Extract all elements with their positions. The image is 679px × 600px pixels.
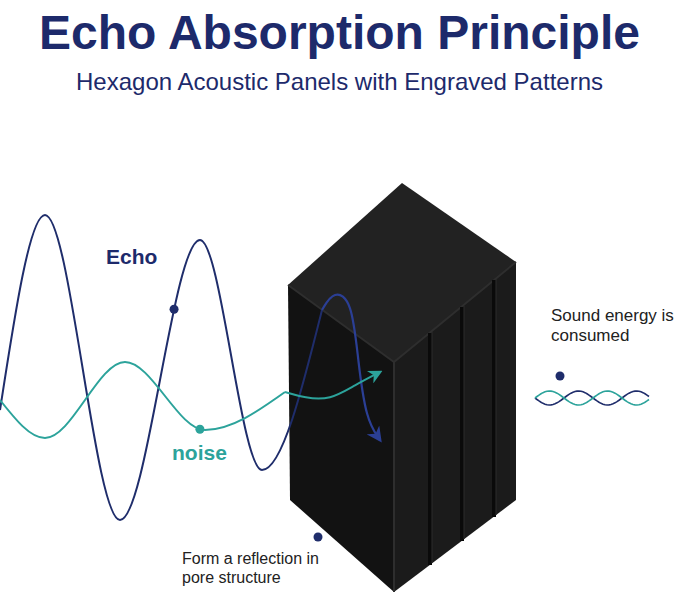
energy-marker-dot [556,372,565,381]
noise-arrow [285,372,380,399]
diagram-subtitle: Hexagon Acoustic Panels with Engraved Pa… [0,68,679,97]
wave-label: Echo [106,244,176,269]
weak-echo-wave [535,391,649,405]
echo-wave [0,215,322,520]
groove-highlight [432,332,433,563]
wave-label: noise [172,440,242,465]
reflection-marker-dot [314,533,323,542]
sound-waves [0,215,649,542]
diagram-title: Echo Absorption Principle [0,4,679,62]
effect-note: Form a reflection in pore structure [182,549,354,587]
echo-arrow [322,295,380,440]
weak-noise-wave [535,391,649,405]
noise-wave [0,362,285,438]
groove-highlight [496,279,497,515]
panel-top-face [288,183,516,362]
effect-note: Sound energy is consumed [551,306,675,347]
noise-marker-dot [195,425,204,434]
engraved-groove [460,307,464,541]
panel-edge [393,362,395,592]
engraved-groove [492,280,496,517]
acoustic-panel [288,183,516,592]
groove-highlight [464,306,465,539]
engraved-groove [428,333,432,565]
echo-marker-dot [170,305,179,314]
